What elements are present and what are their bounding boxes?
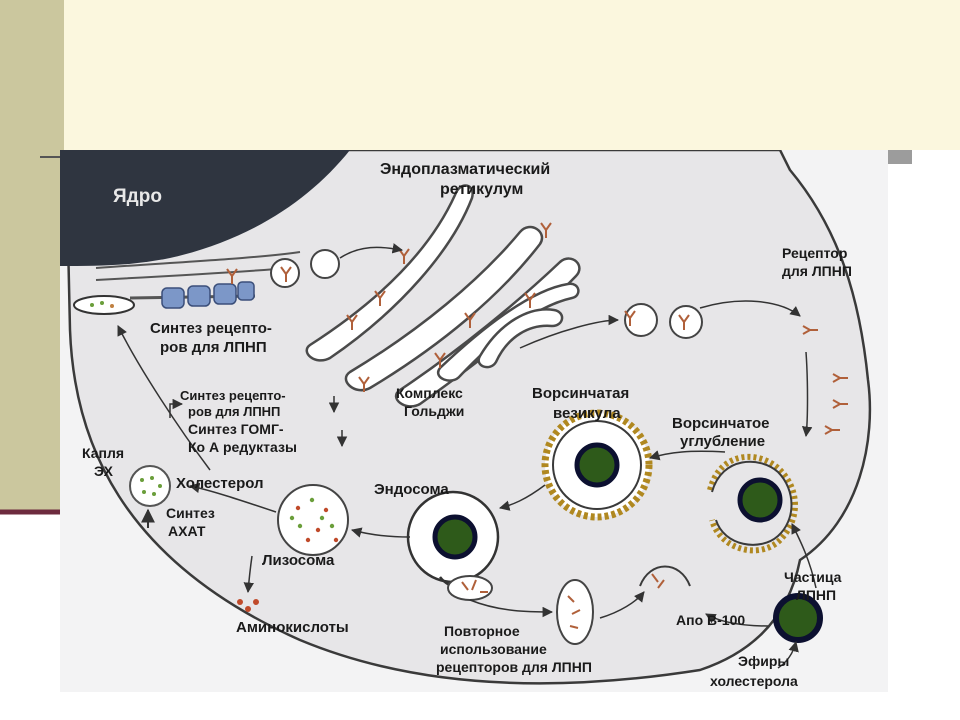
nucleus: [60, 150, 350, 266]
amino-acids-label: Аминокислоты: [236, 619, 349, 636]
transport-vesicle-3: [624, 303, 658, 337]
recycle-line1: Повторное: [444, 623, 520, 639]
pathway-arrows: [117, 243, 817, 669]
coated-pit-line1: Ворсинчатое: [672, 415, 770, 432]
recycling-tubule: [447, 575, 493, 601]
ce-droplet-contents: [140, 476, 162, 496]
droplet-line2: ЭХ: [94, 463, 114, 479]
synth-receptors-line2: ров для ЛПНП: [160, 339, 267, 356]
receptor-ldl-line2: для ЛПНП: [782, 263, 852, 279]
er-label-line1: Эндоплазматический: [380, 161, 550, 178]
acat-line2: АХАТ: [168, 523, 206, 539]
vesicle-dot: [90, 303, 94, 307]
lysosome-label: Лизосома: [262, 552, 335, 569]
coated-pit-coat: [707, 454, 798, 554]
receptor-ldl-line1: Рецептор: [782, 245, 847, 261]
coated-pit-line2: углубление: [680, 433, 765, 450]
ldl-particle-line2: ЛПНП: [796, 587, 836, 603]
cell-body: [64, 150, 872, 685]
ribosome-cluster: [161, 281, 255, 309]
synth-receptors-line1: Синтез рецепто-: [150, 320, 272, 337]
slide-rule-right: [888, 150, 912, 164]
ce-droplet: [129, 465, 171, 507]
ldl-receptors: [226, 222, 848, 435]
lysosome: [277, 484, 349, 556]
reg-bracket: [169, 398, 184, 418]
membrane-pit-bottom: [639, 565, 691, 587]
er-vesicle-left: [73, 295, 135, 315]
er-strand-1: [95, 251, 301, 269]
transport-vesicle-2: [310, 249, 340, 279]
golgi-complex: [305, 184, 581, 408]
reg-line1: Синтез рецепто-: [180, 388, 286, 403]
lysosome-contents: [289, 497, 339, 543]
coated-vesicle-line2: везикула: [553, 405, 621, 422]
vesicle-dot: [100, 301, 104, 305]
esters-line2: холестерола: [710, 673, 798, 689]
endosome-label: Эндосома: [374, 481, 449, 498]
esters-line1: Эфиры: [738, 653, 789, 669]
coated-pit-membrane: [711, 460, 793, 546]
ldl-particle-line1: Частица: [784, 569, 842, 585]
reg-line4: Ко А редуктазы: [188, 439, 297, 455]
acat-line1: Синтез: [166, 505, 215, 521]
golgi-line2: Гольджи: [404, 403, 464, 419]
ldl-particle: [773, 593, 823, 643]
slide-left-band: [0, 0, 64, 512]
amino-acid-dots: [237, 599, 259, 612]
recycling-receptors: [461, 573, 665, 629]
transport-vesicle-4: [669, 305, 703, 339]
ldl-in-endosome: [432, 514, 478, 560]
recycle-line2: использование: [440, 641, 547, 657]
apo-b100-label: Апо В-100: [676, 612, 745, 628]
coated-vesicle-line1: Ворсинчатая: [532, 385, 629, 402]
slide-header-band: [64, 0, 960, 150]
golgi-line1: Комплекс: [396, 385, 463, 401]
ldl-in-vesicle: [574, 442, 620, 488]
reg-line2: ров для ЛПНП: [188, 404, 280, 419]
cholesterol-label: Холестерол: [176, 475, 264, 492]
nucleus-label: Ядро: [113, 186, 162, 207]
vesicle-dot: [110, 304, 114, 308]
er-label-line2: ретикулум: [440, 181, 523, 198]
recycle-line3: рецепторов для ЛПНП: [436, 659, 592, 675]
ldl-in-pit: [737, 477, 783, 523]
reg-line3: Синтез ГОМГ-: [188, 421, 284, 437]
droplet-line1: Капля: [82, 445, 124, 461]
